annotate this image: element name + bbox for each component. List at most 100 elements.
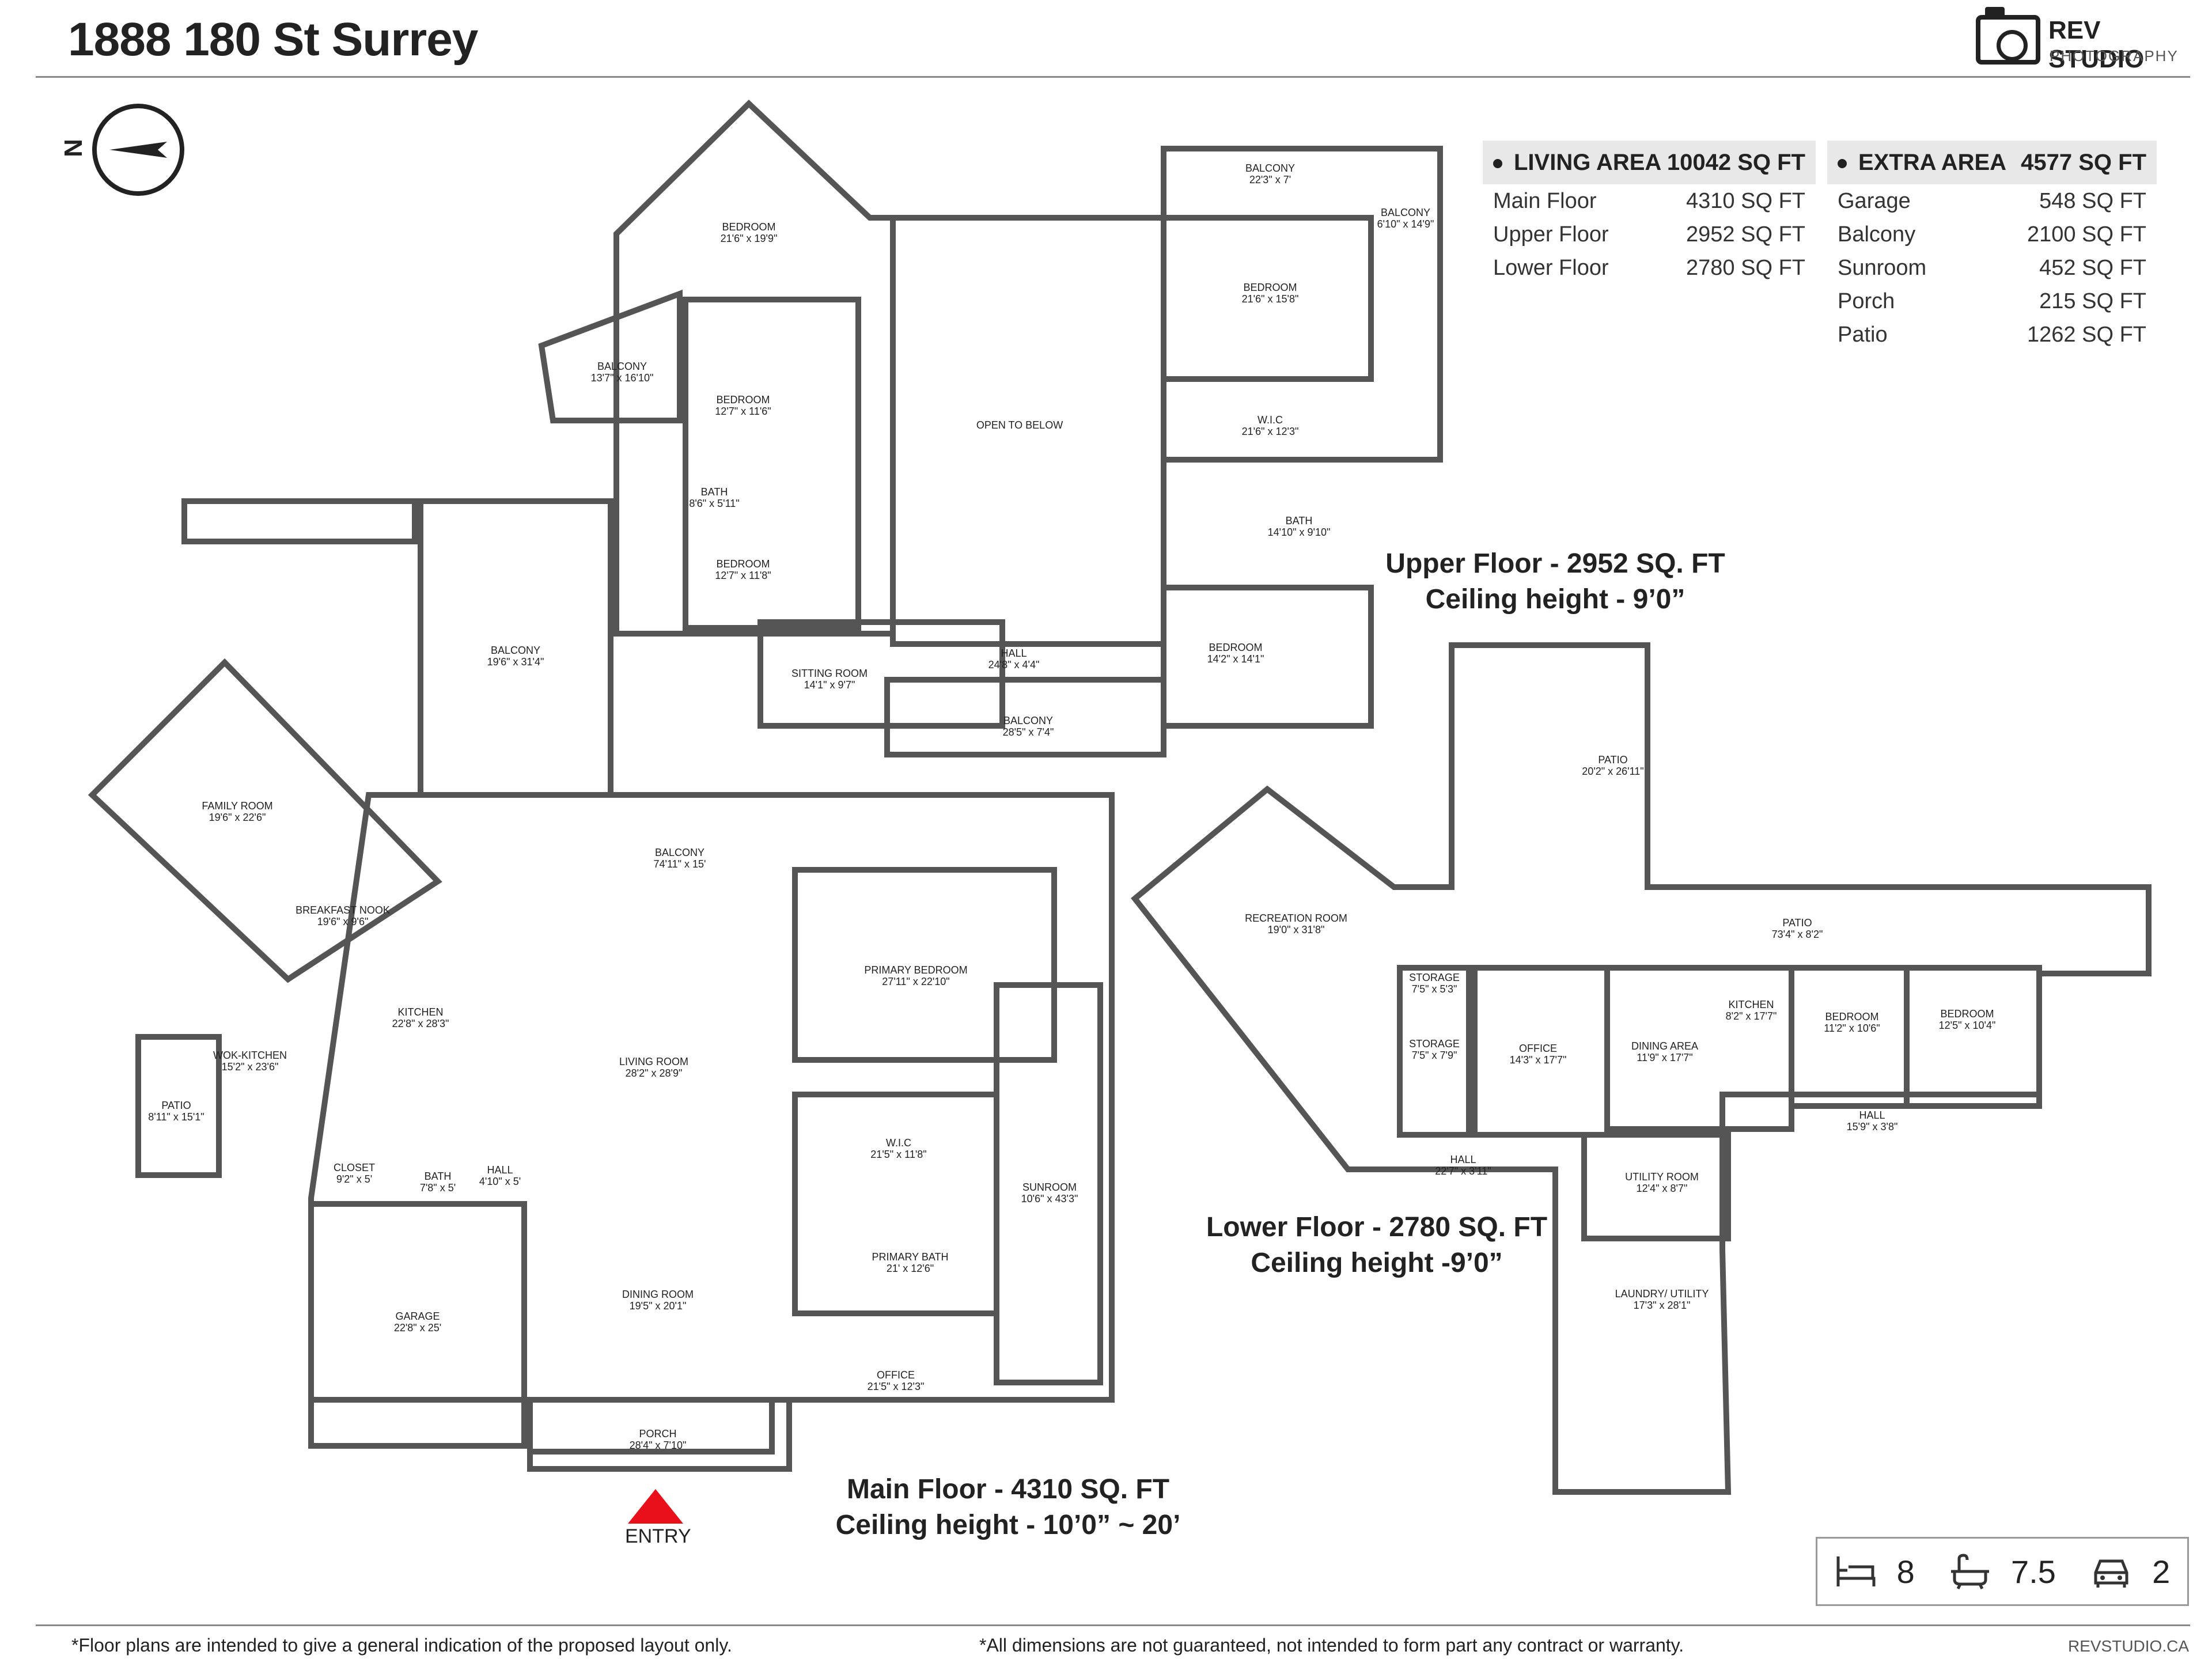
room-name-upper: SITTING ROOM [791,668,868,679]
room-dims-lower: 19'0" x 31'8" [1268,924,1325,935]
room-dims-upper: 28'5" x 7'4" [1003,726,1054,738]
room-dims-main: 7'8" x 5' [420,1182,456,1194]
logo-sub: PHOTOGRAPHY [2050,47,2179,65]
room-name-main: BALCONY [655,847,704,858]
room-dims-lower: 8'2" x 17'7" [1726,1010,1777,1022]
extra-area-total: 4577 SQ FT [2021,149,2146,175]
car-icon [2094,1559,2128,1588]
bedrooms-stat: 8 [1835,1553,1915,1590]
footer-note-layout: *Floor plans are intended to give a gene… [71,1635,732,1656]
room-dims-lower: 14'3" x 17'7" [1510,1054,1567,1066]
room-dims-main: 22'8" x 28'3" [392,1018,449,1029]
footer-note-warranty: *All dimensions are not guaranteed, not … [979,1635,1684,1656]
page-title: 1888 180 St Surrey [68,13,478,66]
room-name-main: PORCH [639,1428,676,1440]
main-floor-walls [88,498,1115,1472]
room-name-upper: BALCONY [1245,162,1295,174]
room-dims-lower: 7'5" x 5'3" [1412,983,1457,995]
upper-floor-walls [538,100,1443,757]
room-name-main: SUNROOM [1022,1181,1077,1193]
room-name-lower: BEDROOM [1940,1008,1994,1020]
room-name-main: HALL [487,1164,513,1176]
room-name-upper: BEDROOM [1243,282,1297,293]
entry-label: ENTRY [625,1525,691,1547]
room-name-main: LIVING ROOM [619,1056,688,1067]
room-name-lower: LAUNDRY/ UTILITY [1615,1288,1709,1300]
room-dims-upper: 22'3" x 7' [1249,174,1291,185]
room-dims-lower: 11'2" x 10'6" [1824,1022,1880,1034]
room-name-upper: BEDROOM [716,394,770,406]
room-dims-main: 19'5" x 20'1" [630,1300,687,1312]
logo-brand: REV STUDIO [2048,16,2145,73]
room-name-upper: BATH [701,486,728,498]
room-name-main: PRIMARY BATH [872,1251,948,1263]
room-name-upper: BALCONY [1003,715,1053,726]
room-dims-upper: 21'6" x 15'8" [1242,293,1299,305]
room-dims-main: 19'6" x 31'4" [487,656,544,668]
room-name-lower: HALL [1859,1109,1885,1121]
room-name-main: FAMILY ROOM [202,800,272,812]
room-dims-main: 21'5" x 11'8" [870,1149,926,1160]
room-name-upper: BALCONY [597,361,647,372]
bathrooms-stat: 7.5 [1949,1553,2056,1590]
room-dims-upper: 14'1" x 9'7" [804,679,855,691]
room-dims-upper: 21'6" x 19'9" [721,233,778,244]
bullet-icon [1493,158,1502,168]
bed-icon [1836,1556,1876,1586]
room-dims-main: 27'11" x 22'10" [882,976,949,987]
room-name-upper: BEDROOM [716,558,770,570]
room-dims-main: 74'11" x 15' [654,858,706,870]
room-dims-upper: 24'8" x 4'4" [988,659,1040,671]
room-name-lower: PATIO [1782,917,1812,929]
room-name-main: BALCONY [491,645,540,656]
footer-divider [36,1624,2190,1626]
living-area-header: LIVING AREA 10042 SQ FT [1483,141,1816,184]
room-dims-main: 28'4" x 7'10" [630,1440,687,1451]
room-name-lower: STORAGE [1409,1038,1460,1050]
footer-website: REVSTUDIO.CA [2067,1637,2189,1655]
room-name-main: BATH [425,1171,452,1182]
room-name-lower: HALL [1450,1154,1476,1165]
room-name-lower: PATIO [1598,754,1627,766]
room-name-lower: UTILITY ROOM [1625,1171,1699,1183]
room-dims-main: 4'10" x 5' [479,1176,521,1187]
camera-icon [1976,7,2040,65]
living-area-total: 10042 SQ FT [1666,149,1805,175]
room-dims-lower: 17'3" x 28'1" [1634,1300,1691,1311]
room-dims-main: 22'8" x 25' [394,1322,441,1334]
rev-studio-logo: REV STUDIO PHOTOGRAPHY [1976,7,2195,73]
room-name-main: BREAKFAST NOOK [296,904,390,916]
room-dims-main: 8'11" x 15'1" [148,1111,204,1123]
room-name-main: WOK-KITCHEN [213,1050,287,1061]
room-name-lower: OFFICE [1519,1043,1557,1054]
room-dims-lower: 15'9" x 3'8" [1847,1121,1898,1132]
room-dims-upper: 12'7" x 11'8" [715,570,771,581]
room-name-upper: BALCONY [1381,207,1430,218]
room-dims-upper: 13'7" x 16'10" [591,372,654,384]
room-name-main: PRIMARY BEDROOM [864,964,967,976]
bathtub-icon [1951,1554,1990,1590]
compass-icon [92,104,184,196]
header-divider [36,76,2190,78]
room-dims-main: 21' x 12'6" [887,1263,934,1274]
room-name-upper: BEDROOM [722,221,775,233]
room-name-lower: STORAGE [1409,972,1460,983]
room-name-upper: BEDROOM [1209,642,1262,653]
room-dims-upper: 6'10" x 14'9" [1377,218,1434,230]
room-dims-main: 28'2" x 28'9" [626,1067,683,1079]
room-dims-main: 19'6" x 22'6" [209,812,266,823]
room-name-upper: W.I.C [1257,414,1283,426]
bullet-icon [1838,158,1847,168]
